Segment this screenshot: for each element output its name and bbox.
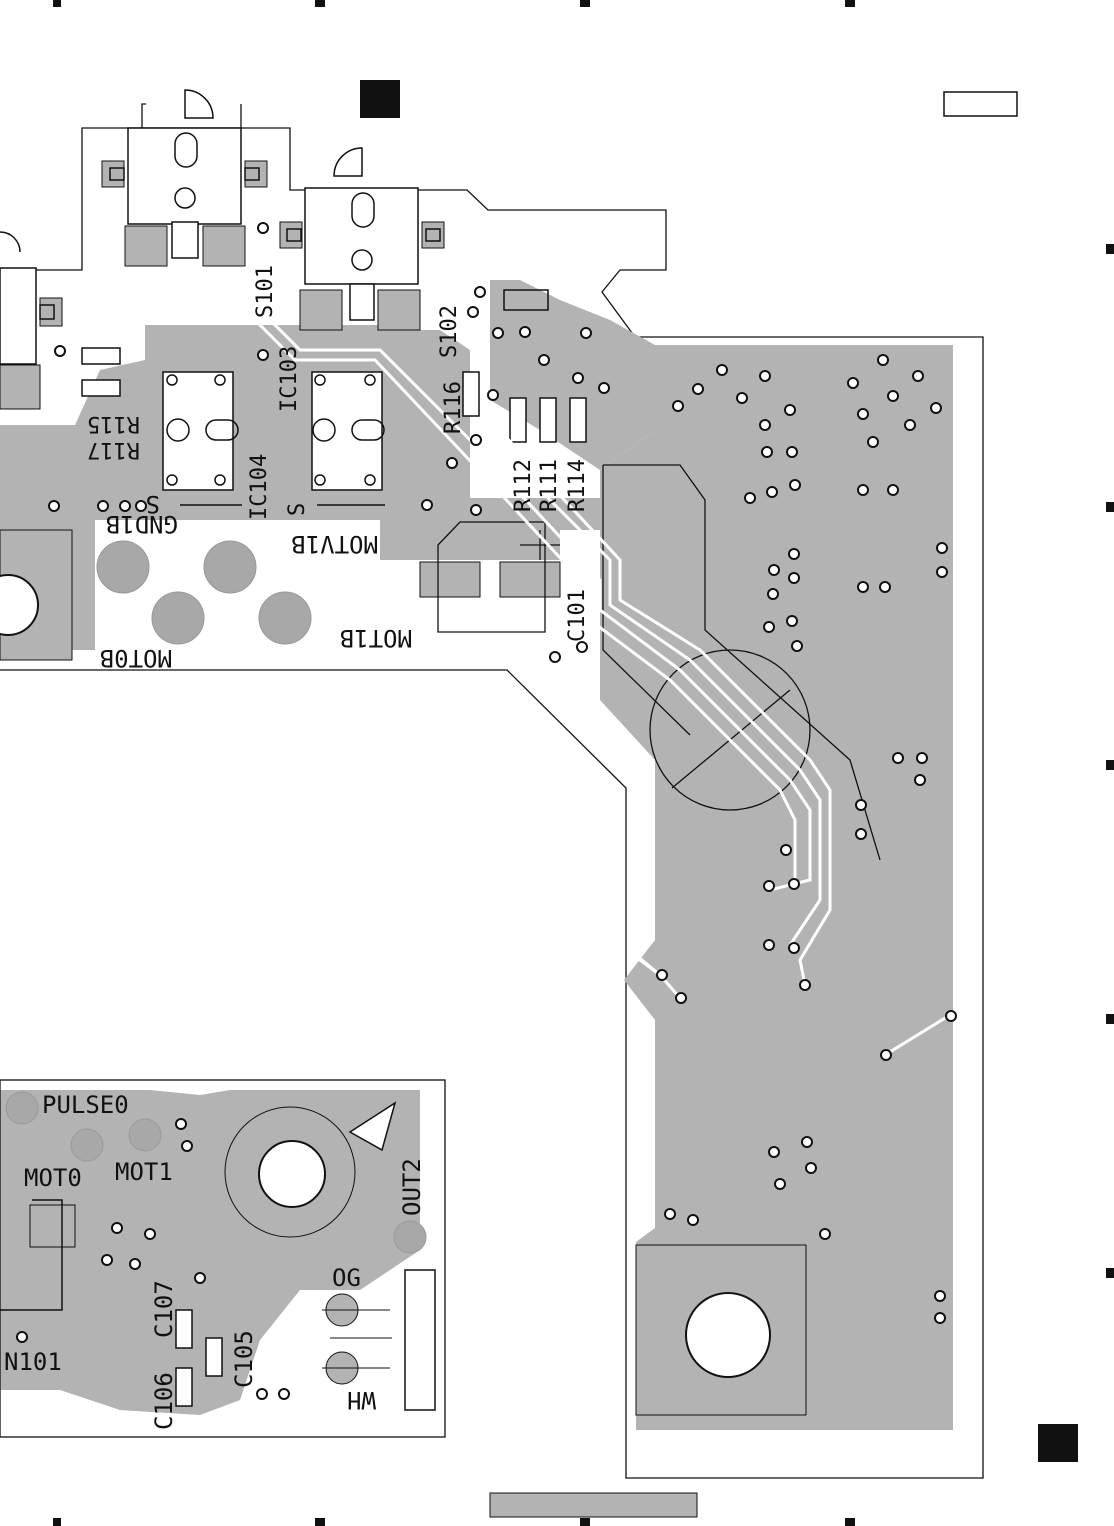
label-motv1b: MOTV1B — [291, 530, 378, 558]
motor-hole — [258, 1140, 326, 1208]
corner-marker-bottom — [1038, 1424, 1078, 1462]
traces — [89, 298, 951, 1057]
labels-upright: PULSE0 MOT0 MOT1 OG N101 — [4, 1091, 361, 1376]
connector-body — [404, 1269, 436, 1411]
motor-board-outline — [0, 1079, 446, 1438]
motor-arrow — [348, 1101, 397, 1152]
label-r116: R116 — [441, 381, 466, 434]
mounting-hole-lower-right — [685, 1292, 771, 1378]
label-mot1b: MOT1B — [340, 624, 412, 652]
label-pulse0: PULSE0 — [42, 1091, 129, 1119]
mot0-connector-outline — [0, 1199, 63, 1311]
label-n101: N101 — [4, 1348, 62, 1376]
vias — [16, 222, 957, 1400]
label-s102: S102 — [437, 305, 462, 358]
label-mot1: MOT1 — [115, 1158, 173, 1186]
connector-lines — [322, 1309, 392, 1369]
connector-pads — [325, 1293, 359, 1385]
label-s-right: S — [285, 503, 310, 516]
label-wh: WH — [347, 1386, 376, 1414]
mounting-hole-left — [0, 574, 39, 636]
label-c101: C101 — [565, 589, 590, 642]
blank-label-box-top — [943, 91, 1018, 117]
label-og: OG — [332, 1264, 361, 1292]
label-ic104: IC104 — [247, 454, 272, 520]
registration-marks — [53, 0, 1114, 1526]
label-r114: R114 — [565, 459, 590, 512]
label-s-left: S — [146, 490, 160, 518]
labels-vertical: S101 S102 IC103 R116 IC104 S R112 R111 R… — [150, 265, 590, 1430]
label-r111: R111 — [537, 459, 562, 512]
flex-circle — [649, 649, 811, 811]
test-pads — [5, 540, 427, 1254]
c101-outline — [437, 521, 546, 633]
labels-inverted: R115 R117 GND1B S MOTV1B MOT1B MOT0B WH — [87, 411, 412, 1414]
label-r117: R117 — [87, 437, 140, 462]
blank-label-box-bottom — [489, 1492, 698, 1518]
label-c105: C105 — [230, 1330, 258, 1388]
ic-bodies — [162, 371, 385, 506]
label-gnd1b: GND1B — [106, 510, 178, 538]
label-out2: OUT2 — [398, 1158, 426, 1216]
label-c107: C107 — [150, 1280, 178, 1338]
label-mot0: MOT0 — [24, 1164, 82, 1192]
label-ic103: IC103 — [277, 346, 302, 412]
label-r115: R115 — [87, 411, 140, 436]
smd-resistors — [81, 347, 587, 1407]
switch-details — [0, 89, 549, 320]
label-s101: S101 — [253, 265, 278, 318]
corner-marker-top — [360, 80, 400, 118]
label-mot0b: MOT0B — [100, 644, 172, 672]
label-r112: R112 — [511, 459, 536, 512]
component-pads — [0, 160, 561, 1248]
label-c106: C106 — [150, 1372, 178, 1430]
